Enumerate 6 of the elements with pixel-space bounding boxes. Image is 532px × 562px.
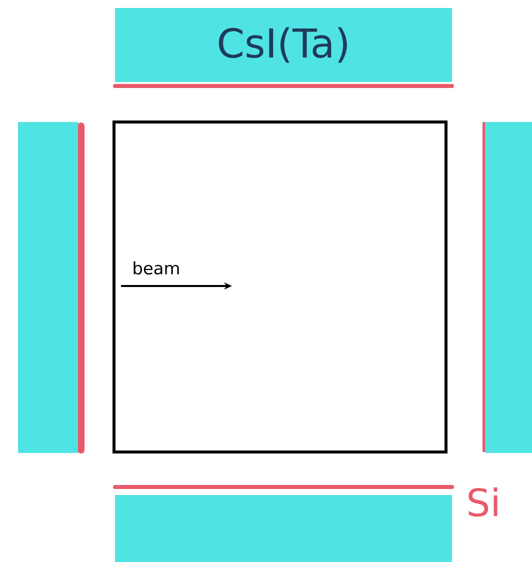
- crystal-bar: [115, 495, 452, 562]
- beam-label: beam: [134, 261, 179, 275]
- crystal-box: CsI(Ta): [115, 8, 452, 82]
- detector-label: Si: [468, 487, 498, 517]
- crystal-bar: [18, 122, 78, 453]
- crystal-bar: [485, 122, 532, 453]
